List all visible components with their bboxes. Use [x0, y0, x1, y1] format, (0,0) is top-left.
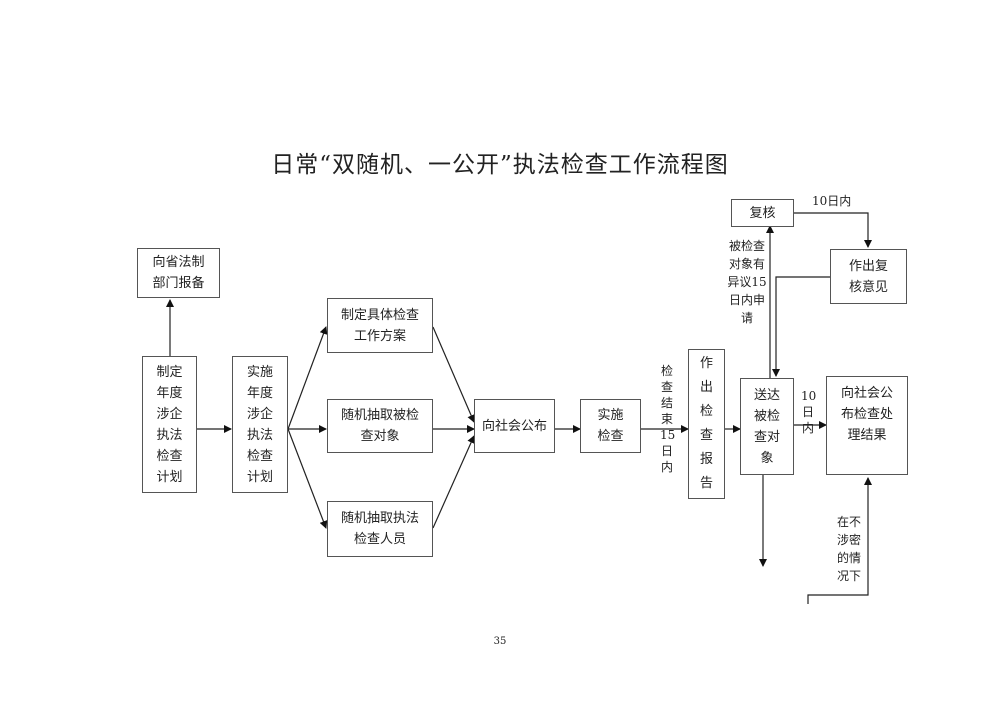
deliver-box: 送达被检查对象 [740, 378, 794, 475]
arrow-opinion-to-deliver [772, 276, 830, 377]
arrow-scheme-to-publish [432, 326, 475, 423]
page-number: 35 [493, 636, 507, 647]
page-title: 日常“双随机、一公开”执法检查工作流程图 [271, 152, 729, 178]
plan-make-box: 制定年度涉企执法检查计划 [142, 356, 197, 493]
non-secret-label: 在不涉密的情况下 [836, 515, 861, 583]
arrow-random-staff-to-publish [432, 435, 475, 529]
arrow-review-to-opinion [794, 212, 872, 248]
arrow-impl-to-scheme [287, 326, 328, 430]
report-make-box: 作出检查报告 [688, 349, 725, 499]
random-staff-box: 随机抽取执法检查人员 [327, 501, 433, 557]
publish-result-box: 向社会公布检查处理结果 [826, 376, 908, 475]
ten-days-label-top: 10日内 [812, 194, 852, 208]
publish-box: 向社会公布 [474, 399, 555, 453]
inspect-box: 实施检查 [580, 399, 641, 453]
review-box: 复核 [731, 199, 794, 227]
arrow-nonsecret-to-result [807, 477, 872, 604]
plan-impl-box: 实施年度涉企执法检查计划 [232, 356, 288, 493]
objection-label: 被检查对象有异议15日内申请 [727, 239, 767, 325]
random-object-box: 随机抽取被检查对象 [327, 399, 433, 453]
ten-days-label-side: 10日内 [801, 389, 817, 435]
after-check-label: 检查结束15日内 [660, 364, 676, 474]
report-box: 向省法制部门报备 [137, 248, 220, 298]
review-opinion-box: 作出复核意见 [830, 249, 907, 304]
arrow-impl-to-random-staff [287, 428, 328, 529]
scheme-box: 制定具体检查工作方案 [327, 298, 433, 353]
